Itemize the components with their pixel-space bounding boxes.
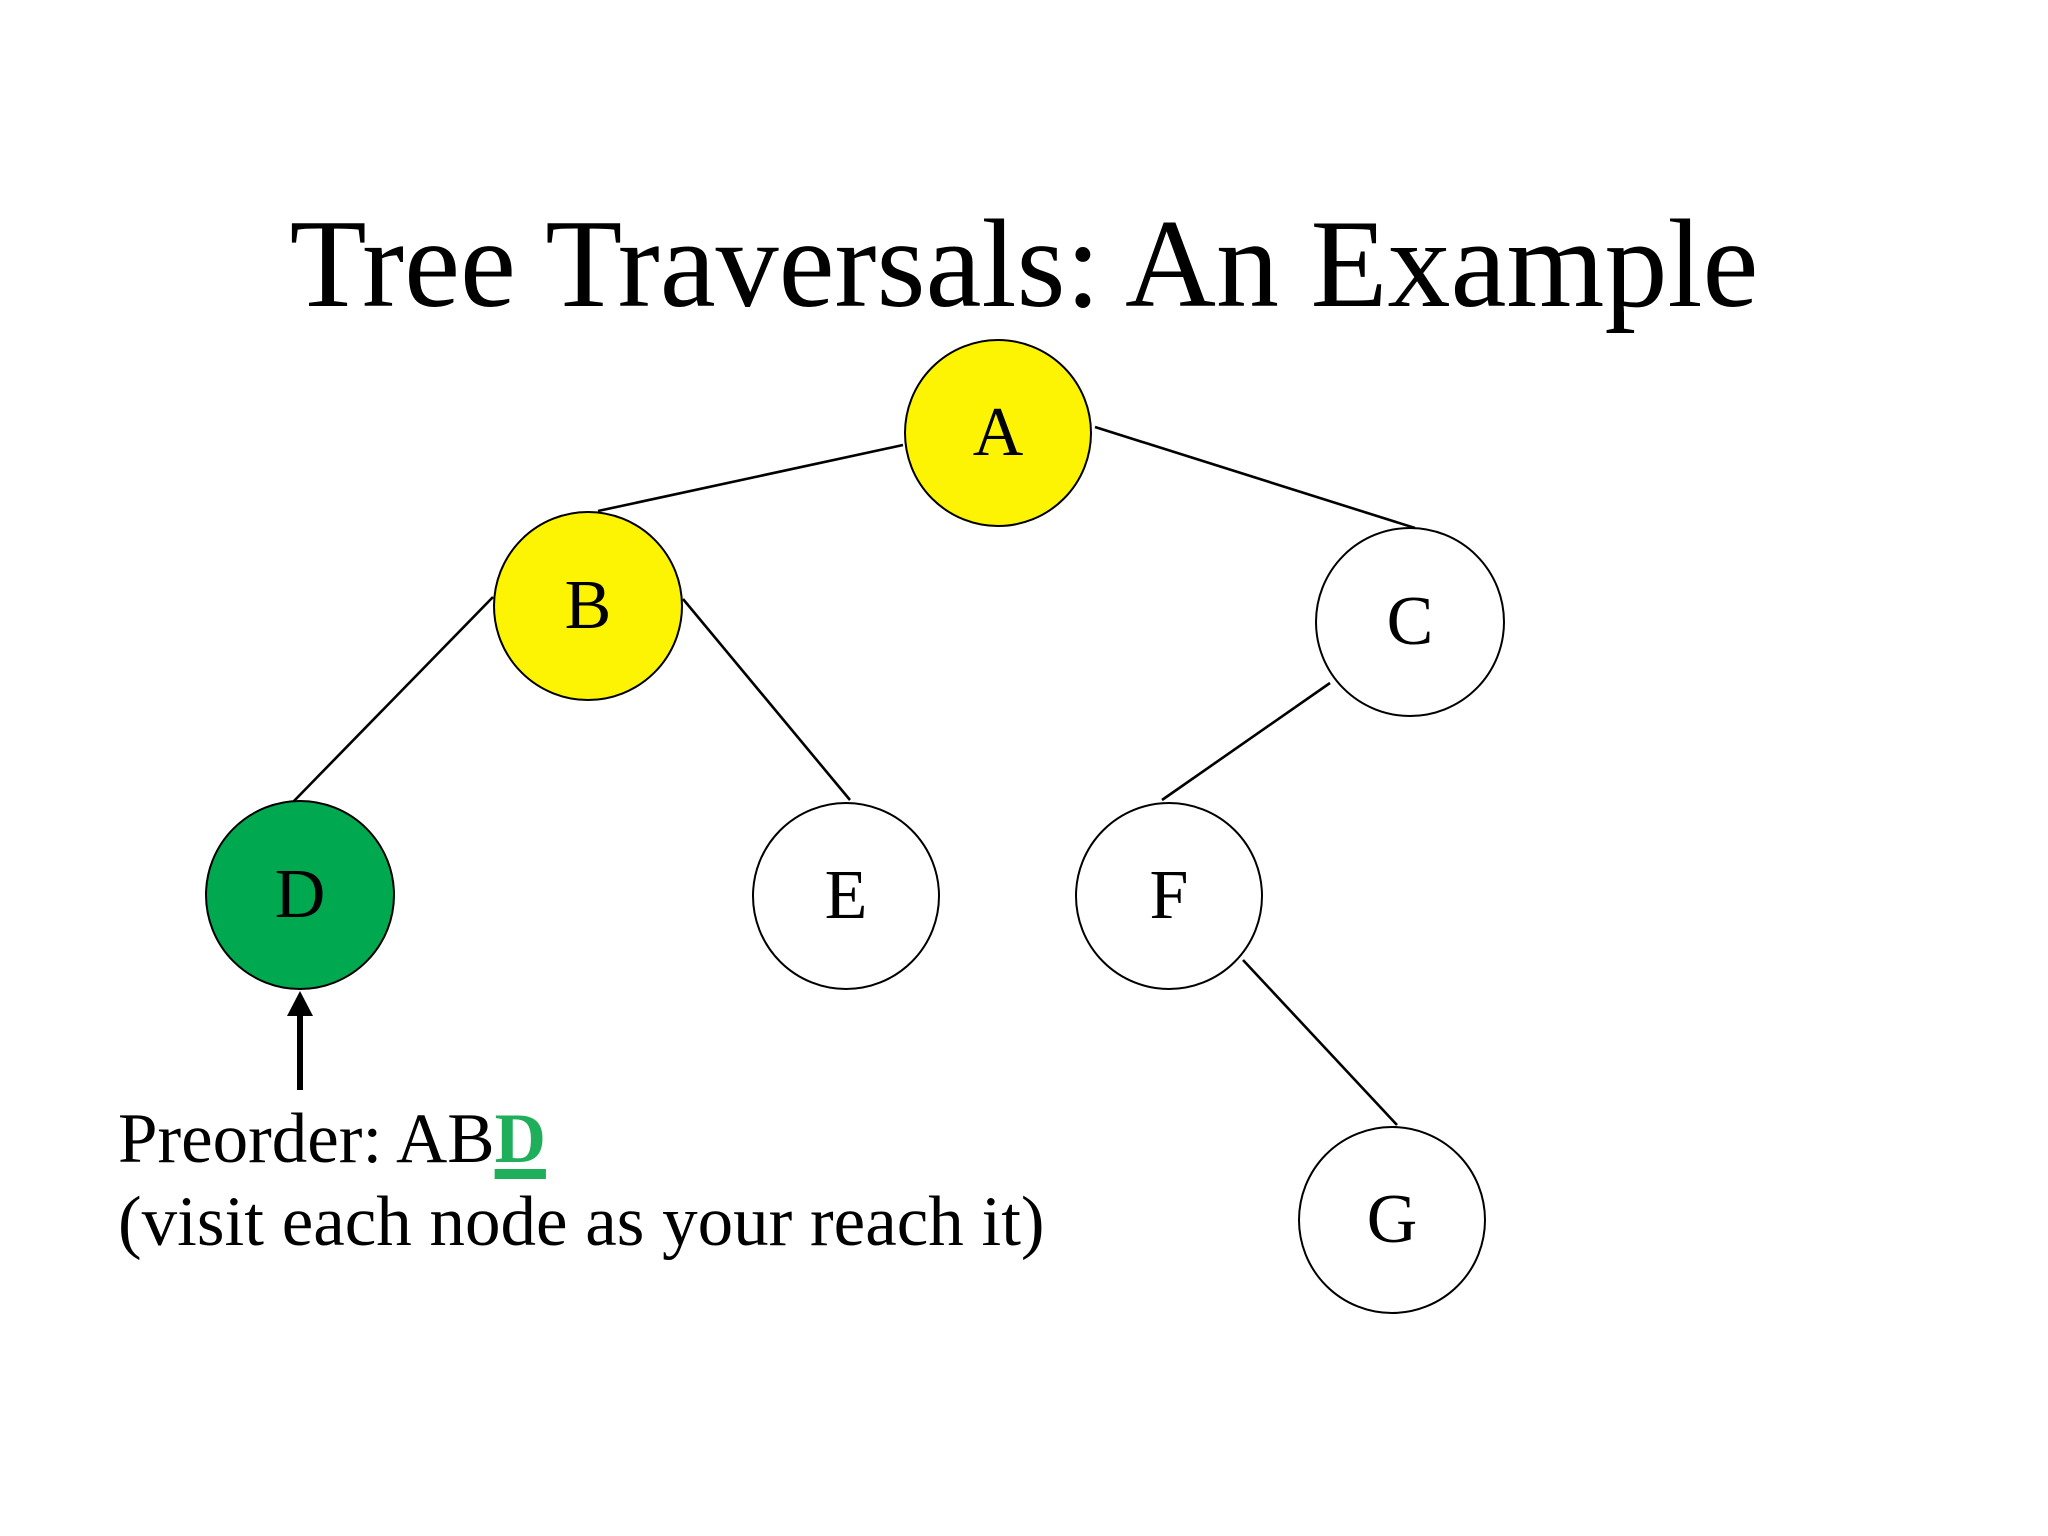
tree-node-A: A — [904, 339, 1092, 527]
tree-node-B: B — [493, 511, 683, 701]
node-label-A: A — [972, 394, 1024, 471]
edge-A-C — [1094, 425, 1416, 530]
slide-title: Tree Traversals: An Example — [289, 195, 1759, 334]
tree-node-F: F — [1075, 802, 1263, 990]
tree-node-G: G — [1298, 1126, 1486, 1314]
tree-node-E: E — [752, 802, 940, 990]
node-label-B: B — [564, 567, 612, 644]
preorder-line: Preorder: ABD — [118, 1098, 1045, 1181]
node-label-F: F — [1149, 857, 1189, 934]
visit-note: (visit each node as your reach it) — [118, 1183, 1045, 1261]
node-label-D: D — [274, 856, 326, 933]
edge-B-E — [682, 598, 851, 801]
tree-node-D: D — [205, 800, 395, 990]
edge-A-B — [597, 443, 904, 513]
edge-C-F — [1161, 681, 1331, 802]
edge-B-D — [292, 596, 494, 803]
edge-F-G — [1242, 959, 1398, 1126]
arrow-head-icon — [287, 991, 313, 1016]
node-label-E: E — [824, 857, 868, 934]
preorder-text: Preorder: AB — [118, 1100, 495, 1178]
preorder-annotation: Preorder: ABD (visit each node as your r… — [118, 1098, 1045, 1264]
node-label-C: C — [1386, 583, 1434, 660]
node-label-G: G — [1366, 1181, 1418, 1258]
tree-node-C: C — [1315, 527, 1505, 717]
preorder-highlight-d: D — [494, 1100, 546, 1178]
